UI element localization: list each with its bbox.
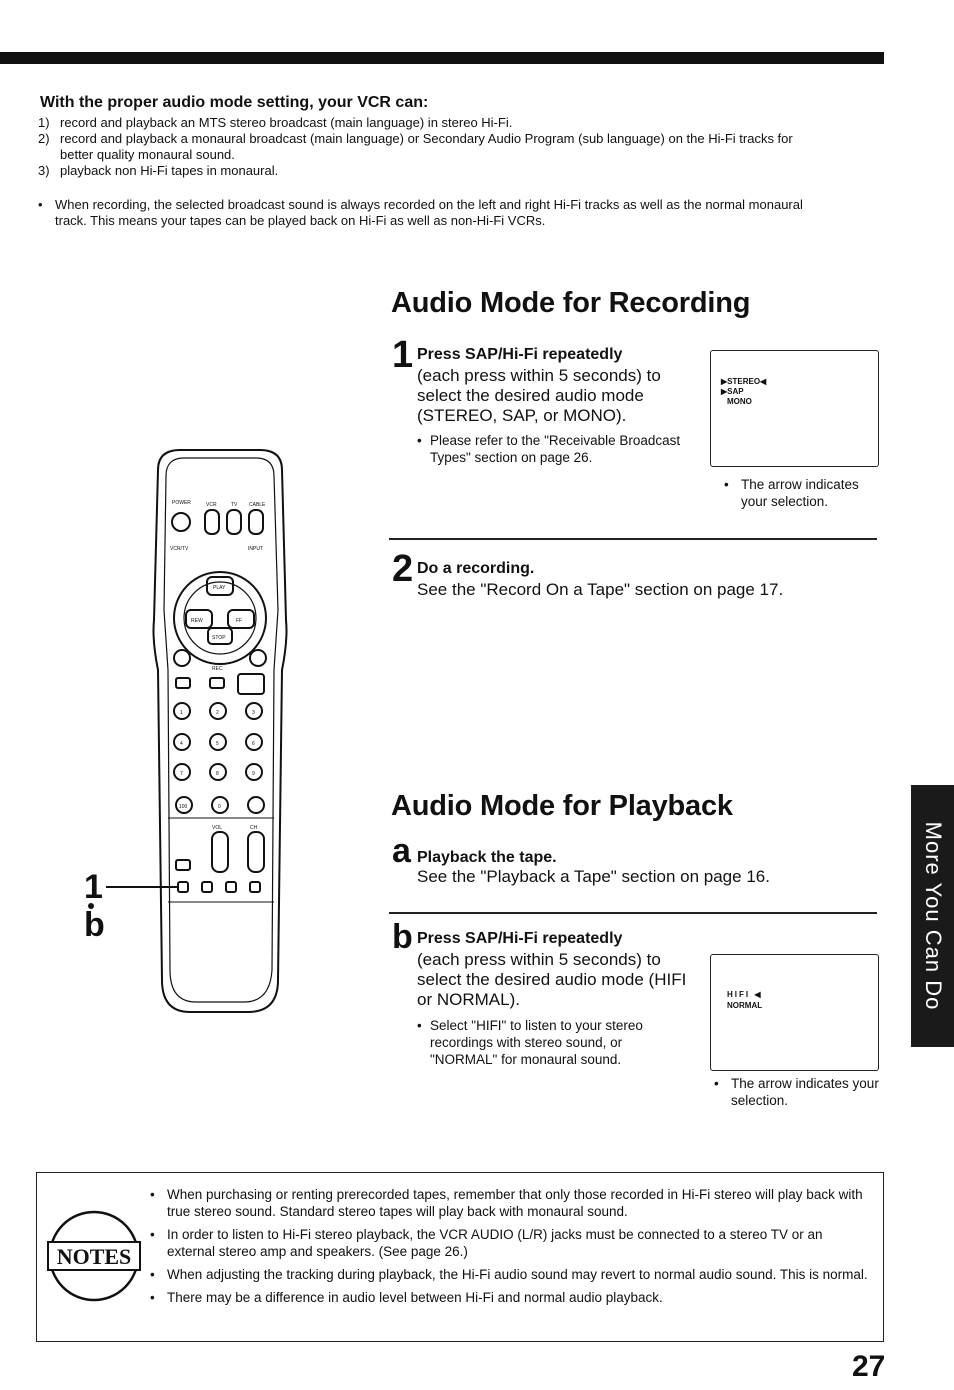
recording-osd-screen: ▶STEREO◀ ▶SAP MONO bbox=[710, 350, 879, 467]
remote-control-illustration: POWER VCR TV CABLE VCR/TV INPUT PLAY REW… bbox=[152, 449, 288, 1013]
remote-digit: 6 bbox=[252, 741, 255, 747]
step-2-title: Do a recording. bbox=[417, 560, 535, 577]
intro-list: 1)record and playback an MTS stereo broa… bbox=[38, 115, 838, 179]
remote-digit: 5 bbox=[216, 741, 219, 747]
callout-dot bbox=[88, 903, 94, 909]
notes-box bbox=[36, 1172, 884, 1342]
remote-label: INPUT bbox=[248, 546, 263, 552]
step-2-number: 2 bbox=[392, 548, 414, 590]
osd-line: MONO bbox=[727, 397, 752, 406]
remote-label: FF bbox=[236, 618, 242, 624]
remote-label: POWER bbox=[172, 500, 191, 506]
step-2-body: See the "Record On a Tape" section on pa… bbox=[417, 580, 784, 599]
remote-digit: 0 bbox=[218, 804, 221, 810]
step-1-note: •Please refer to the "Receivable Broadca… bbox=[417, 433, 681, 465]
osd-line: ▶SAP bbox=[721, 387, 744, 396]
step-1-title: Press SAP/Hi-Fi repeatedly bbox=[417, 346, 623, 363]
remote-label: VOL bbox=[212, 825, 222, 831]
remote-digit: 3 bbox=[252, 710, 255, 716]
step-a-letter: a bbox=[392, 832, 411, 870]
remote-digit: 100 bbox=[179, 804, 188, 810]
step-1-body: (each press within 5 seconds) to select … bbox=[417, 366, 661, 425]
notes-list: •When purchasing or renting prerecorded … bbox=[150, 1186, 870, 1312]
remote-digit: 9 bbox=[252, 771, 255, 777]
remote-label: CH bbox=[250, 825, 258, 831]
remote-label: VCR bbox=[206, 502, 217, 508]
remote-label: REW bbox=[191, 618, 203, 624]
remote-label: TV bbox=[231, 502, 238, 508]
list-item: 3)playback non Hi-Fi tapes in monaural. bbox=[38, 163, 279, 178]
remote-label: STOP bbox=[212, 635, 226, 641]
step-1-number: 1 bbox=[392, 334, 414, 376]
header-bar bbox=[0, 52, 884, 64]
section-tab: More You Can Do bbox=[911, 785, 954, 1047]
list-item: 2)record and playback a monaural broadca… bbox=[38, 131, 793, 162]
step-b-body: (each press within 5 seconds) to select … bbox=[417, 950, 687, 1009]
intro-note: •When recording, the selected broadcast … bbox=[38, 197, 803, 228]
osd-line: NORMAL bbox=[727, 1001, 763, 1010]
list-item: •When adjusting the tracking during play… bbox=[150, 1267, 868, 1282]
recording-heading: Audio Mode for Recording bbox=[391, 287, 751, 319]
osd-line: HIFI ◀ bbox=[727, 990, 763, 999]
remote-digit: 4 bbox=[180, 741, 183, 747]
callout-step-1: 1 bbox=[84, 868, 103, 906]
playback-osd-screen: HIFI ◀ NORMAL bbox=[710, 954, 879, 1071]
remote-label: REC bbox=[212, 666, 223, 672]
playback-osd-caption: •The arrow indicates your selection. bbox=[714, 1076, 879, 1108]
intro-title: With the proper audio mode setting, your… bbox=[40, 94, 429, 111]
notes-label: NOTES bbox=[57, 1244, 132, 1269]
callout-step-b: b bbox=[84, 906, 105, 944]
remote-digit: 1 bbox=[180, 710, 183, 716]
step-b-note: •Select "HIFI" to listen to your stereo … bbox=[417, 1018, 643, 1067]
remote-label: VCR/TV bbox=[170, 546, 189, 552]
remote-label: PLAY bbox=[213, 585, 226, 591]
osd-line: ▶STEREO◀ bbox=[721, 377, 767, 386]
page-number: 27 bbox=[852, 1350, 886, 1383]
step-b-letter: b bbox=[392, 918, 413, 956]
recording-osd-caption: •The arrow indicates your selection. bbox=[724, 477, 859, 509]
remote-digit: 8 bbox=[216, 771, 219, 777]
remote-label: CABLE bbox=[249, 502, 266, 508]
notes-icon: NOTES bbox=[47, 1210, 141, 1302]
divider bbox=[389, 538, 877, 540]
remote-digit: 7 bbox=[180, 771, 183, 777]
list-item: 1)record and playback an MTS stereo broa… bbox=[38, 115, 513, 130]
list-item: •When purchasing or renting prerecorded … bbox=[150, 1187, 863, 1219]
callout-line bbox=[106, 886, 178, 888]
step-b-title: Press SAP/Hi-Fi repeatedly bbox=[417, 930, 623, 947]
list-item: •In order to listen to Hi-Fi stereo play… bbox=[150, 1227, 823, 1259]
divider bbox=[389, 912, 877, 914]
step-a-body: See the "Playback a Tape" section on pag… bbox=[417, 867, 770, 886]
playback-heading: Audio Mode for Playback bbox=[391, 790, 733, 822]
remote-digit: 2 bbox=[216, 710, 219, 716]
step-a-title: Playback the tape. bbox=[417, 849, 557, 866]
list-item: •There may be a difference in audio leve… bbox=[150, 1290, 663, 1305]
